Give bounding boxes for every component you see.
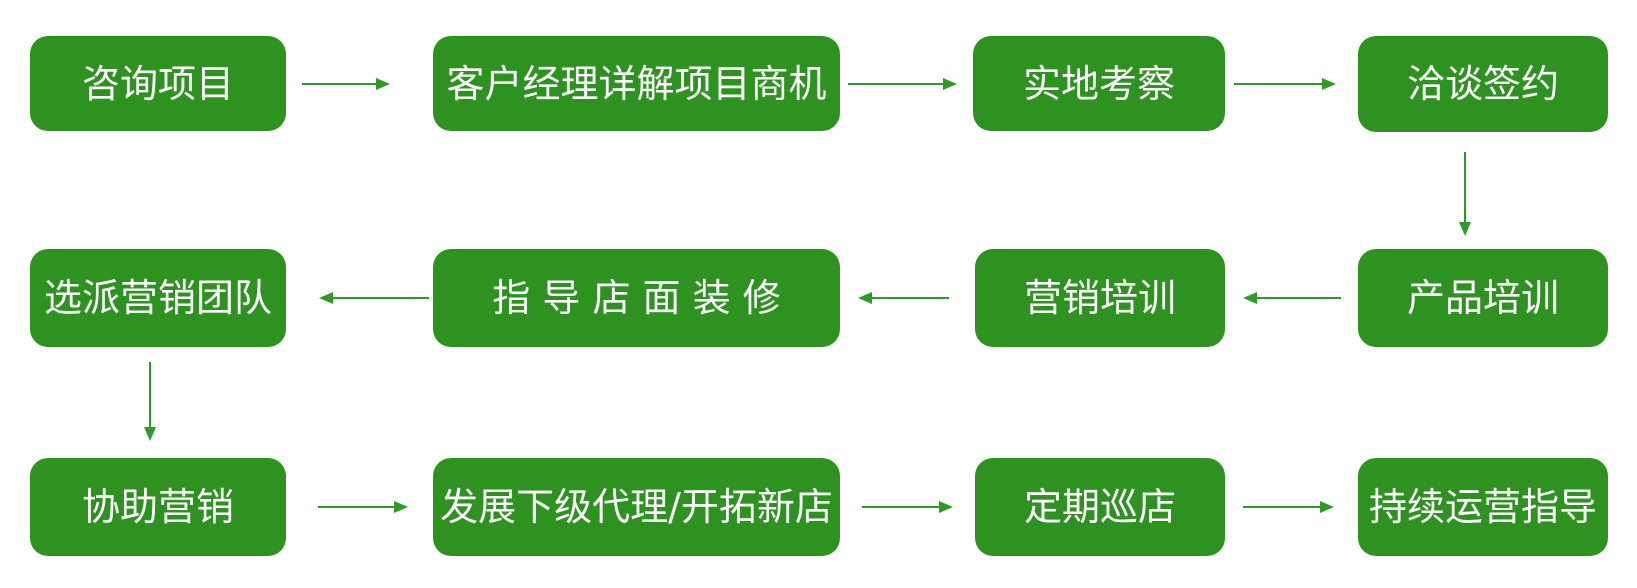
arrow-right-icon [848, 78, 957, 90]
node-label: 协助营销 [81, 485, 234, 529]
arrow-right-icon [302, 78, 390, 90]
node-negotiate-sign: 洽谈签约 [1358, 36, 1608, 132]
arrow-right-icon [318, 501, 408, 513]
node-label: 指 导 店 面 装 修 [492, 276, 781, 320]
node-assign-marketing-team: 选派营销团队 [30, 249, 286, 347]
node-label: 营销培训 [1023, 276, 1176, 320]
node-site-visit: 实地考察 [973, 36, 1225, 131]
arrow-left-icon [1243, 292, 1341, 304]
node-label: 发展下级代理/开拓新店 [440, 485, 833, 529]
node-label: 定期巡店 [1023, 485, 1176, 529]
node-label: 洽谈签约 [1406, 62, 1559, 106]
arrow-right-icon [1243, 501, 1334, 513]
arrow-left-icon [858, 292, 949, 304]
node-store-decoration-guidance: 指 导 店 面 装 修 [433, 249, 840, 347]
node-regular-store-inspection: 定期巡店 [975, 458, 1225, 556]
arrow-down-icon [144, 362, 156, 441]
node-label: 客户经理详解项目商机 [446, 61, 827, 106]
node-label: 实地考察 [1022, 61, 1175, 106]
arrow-left-icon [319, 292, 429, 304]
arrow-right-icon [1234, 78, 1336, 90]
node-product-training: 产品培训 [1358, 249, 1608, 347]
node-marketing-training: 营销培训 [975, 249, 1225, 347]
arrow-down-icon [1459, 152, 1471, 236]
node-label: 持续运营指导 [1368, 485, 1597, 529]
node-manager-explains-opportunity: 客户经理详解项目商机 [433, 36, 840, 131]
node-ongoing-operation-guidance: 持续运营指导 [1358, 458, 1608, 556]
node-assist-marketing: 协助营销 [30, 458, 286, 556]
node-label: 选派营销团队 [43, 276, 272, 320]
node-label: 产品培训 [1406, 276, 1559, 320]
arrow-right-icon [862, 501, 953, 513]
node-label: 咨询项目 [81, 61, 234, 106]
node-consult-project: 咨询项目 [30, 36, 286, 131]
node-develop-agents-new-stores: 发展下级代理/开拓新店 [433, 458, 840, 556]
